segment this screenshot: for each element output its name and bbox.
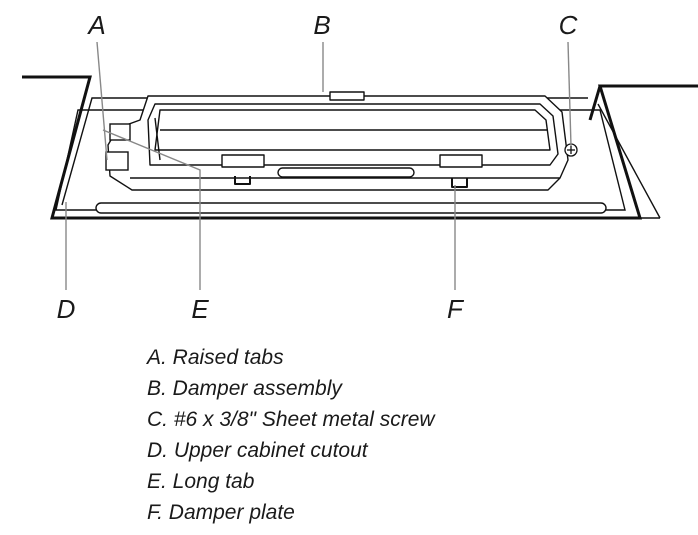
upper-cabinet-cutout xyxy=(22,75,698,220)
callout-d: D xyxy=(57,294,76,324)
legend-item-upper-cabinet-cutout: D. Upper cabinet cutout xyxy=(147,439,368,462)
sheet-metal-screw xyxy=(564,143,578,157)
damper-assembly-top-flap xyxy=(329,91,365,101)
damper-installation-diagram: A B C D E F xyxy=(22,10,698,324)
damper-assembly-tab-left xyxy=(221,154,265,168)
legend: A. Raised tabs B. Damper assembly C. #6 … xyxy=(147,342,435,528)
callout-b: B xyxy=(313,10,330,40)
leader-line-a xyxy=(96,41,108,161)
legend-item-long-tab: E. Long tab xyxy=(147,470,255,493)
leader-line-e xyxy=(102,129,201,290)
legend-item-sheet-metal-screw: C. #6 x 3/8" Sheet metal screw xyxy=(147,408,435,431)
damper-assembly xyxy=(107,91,569,191)
callout-a: A xyxy=(86,10,105,40)
leader-lines xyxy=(65,41,572,290)
callout-f: F xyxy=(447,294,465,324)
legend-item-damper-plate: F. Damper plate xyxy=(147,501,295,524)
callout-c: C xyxy=(559,10,578,40)
raised-tabs xyxy=(105,123,131,171)
callout-e: E xyxy=(191,294,209,324)
damper-assembly-tab-right xyxy=(439,154,483,168)
damper-assembly-clip-left xyxy=(234,176,251,185)
legend-item-raised-tabs: A. Raised tabs xyxy=(147,346,284,369)
damper-plate-slot xyxy=(95,202,607,214)
leader-line-c xyxy=(567,41,572,147)
legend-item-damper-assembly: B. Damper assembly xyxy=(147,377,342,400)
damper-assembly-slot xyxy=(277,167,415,178)
damper-assembly-clip-right xyxy=(451,178,468,188)
